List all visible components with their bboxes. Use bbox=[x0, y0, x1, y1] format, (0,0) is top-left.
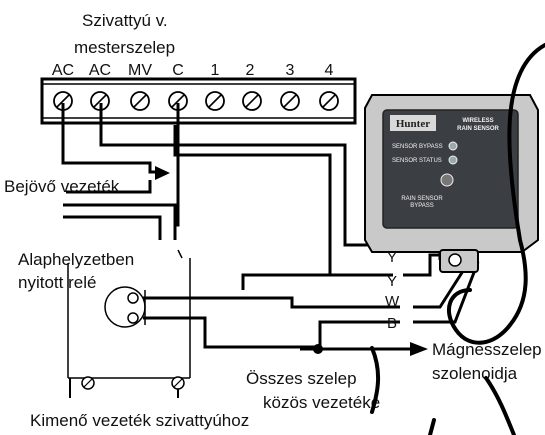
relay-coil bbox=[104, 286, 146, 328]
terminal-screw bbox=[242, 91, 262, 111]
wire-y2 bbox=[241, 273, 383, 290]
common-wire-label-line-2: közös vezetéke bbox=[263, 393, 380, 412]
relay-label-line-1: Alaphelyzetben bbox=[18, 250, 134, 269]
terminal-screw bbox=[205, 91, 225, 111]
wire-ac1-incoming bbox=[61, 103, 155, 174]
terminal-label-4: 4 bbox=[325, 62, 334, 79]
common-junction-dot bbox=[313, 344, 323, 354]
terminal-screws bbox=[53, 91, 339, 111]
wire-relay-top-1 bbox=[63, 203, 177, 240]
handdrawn-scribble bbox=[370, 43, 545, 435]
wire-relay-top-2 bbox=[63, 215, 162, 240]
relay-contact-1 bbox=[127, 292, 139, 304]
solenoid-label-line-1: Mágnesszelep bbox=[432, 340, 542, 359]
wire-relay-b bbox=[143, 316, 400, 349]
sensor-bypass-led bbox=[448, 141, 458, 151]
wire-label-b: B bbox=[387, 315, 397, 332]
sensor-status-label: SENSOR STATUS bbox=[392, 158, 442, 164]
solenoid-arrow bbox=[410, 342, 428, 356]
wire-sensor-b bbox=[413, 261, 480, 324]
terminal-screw bbox=[130, 91, 150, 111]
terminal-screw bbox=[319, 91, 339, 111]
incoming-arrow bbox=[155, 166, 170, 180]
pump-title-line-2: mesterszelep bbox=[74, 38, 175, 57]
pump-title-line-1: Szivattyú v. bbox=[82, 11, 168, 30]
wire-c-to-w bbox=[173, 125, 393, 277]
wire-sensor-w bbox=[413, 259, 472, 309]
wire-incoming-line bbox=[66, 180, 152, 194]
terminal-label-ac-1: AC bbox=[52, 62, 74, 79]
terminal-label-ac-2: AC bbox=[89, 62, 111, 79]
terminal-screw bbox=[53, 91, 73, 111]
terminal-label-3: 3 bbox=[286, 62, 295, 79]
sensor-bypass-button bbox=[440, 173, 454, 187]
sensor-product-line-1: WIRELESS bbox=[462, 118, 493, 124]
relay-label-line-2: nyitott relé bbox=[18, 273, 96, 292]
rain-sensor-unit: Hunter WIRELESS RAIN SENSOR SENSOR BYPAS… bbox=[364, 94, 539, 273]
common-wire-label-line-1: Összes szelep bbox=[246, 369, 357, 388]
wire-label-y2: Y bbox=[387, 273, 397, 290]
wire-label-w: W bbox=[385, 293, 400, 310]
sensor-face-panel bbox=[382, 109, 519, 229]
wire-relay-w bbox=[143, 296, 400, 309]
solenoid-label-line-2: szolenoidja bbox=[432, 364, 518, 383]
relay-contact-2 bbox=[127, 312, 139, 324]
hunter-logo: Hunter bbox=[396, 118, 430, 130]
incoming-wire-label: Bejövő vezeték bbox=[4, 177, 120, 196]
relay-box bbox=[67, 249, 191, 398]
hunter-logo-plate bbox=[390, 115, 436, 131]
wire-ac2-to-y bbox=[99, 103, 383, 247]
terminal-screw bbox=[280, 91, 300, 111]
outgoing-wire-label: Kimenő vezeték szivattyúhoz bbox=[30, 411, 249, 430]
terminal-label-mv: MV bbox=[128, 62, 152, 79]
sensor-product-line-2: RAIN SENSOR bbox=[457, 126, 499, 132]
wire-label-y1: Y bbox=[387, 249, 397, 266]
terminal-strip bbox=[40, 77, 357, 125]
sensor-bypass-caption-1: RAIN SENSOR bbox=[401, 196, 443, 202]
terminal-label-c: C bbox=[172, 62, 184, 79]
sensor-status-led bbox=[448, 155, 458, 165]
terminal-label-2: 2 bbox=[246, 62, 255, 79]
terminal-label-1: 1 bbox=[211, 62, 220, 79]
sensor-bypass-label: SENSOR BYPASS bbox=[392, 144, 443, 150]
sensor-bypass-caption-2: BYPASS bbox=[410, 203, 434, 209]
